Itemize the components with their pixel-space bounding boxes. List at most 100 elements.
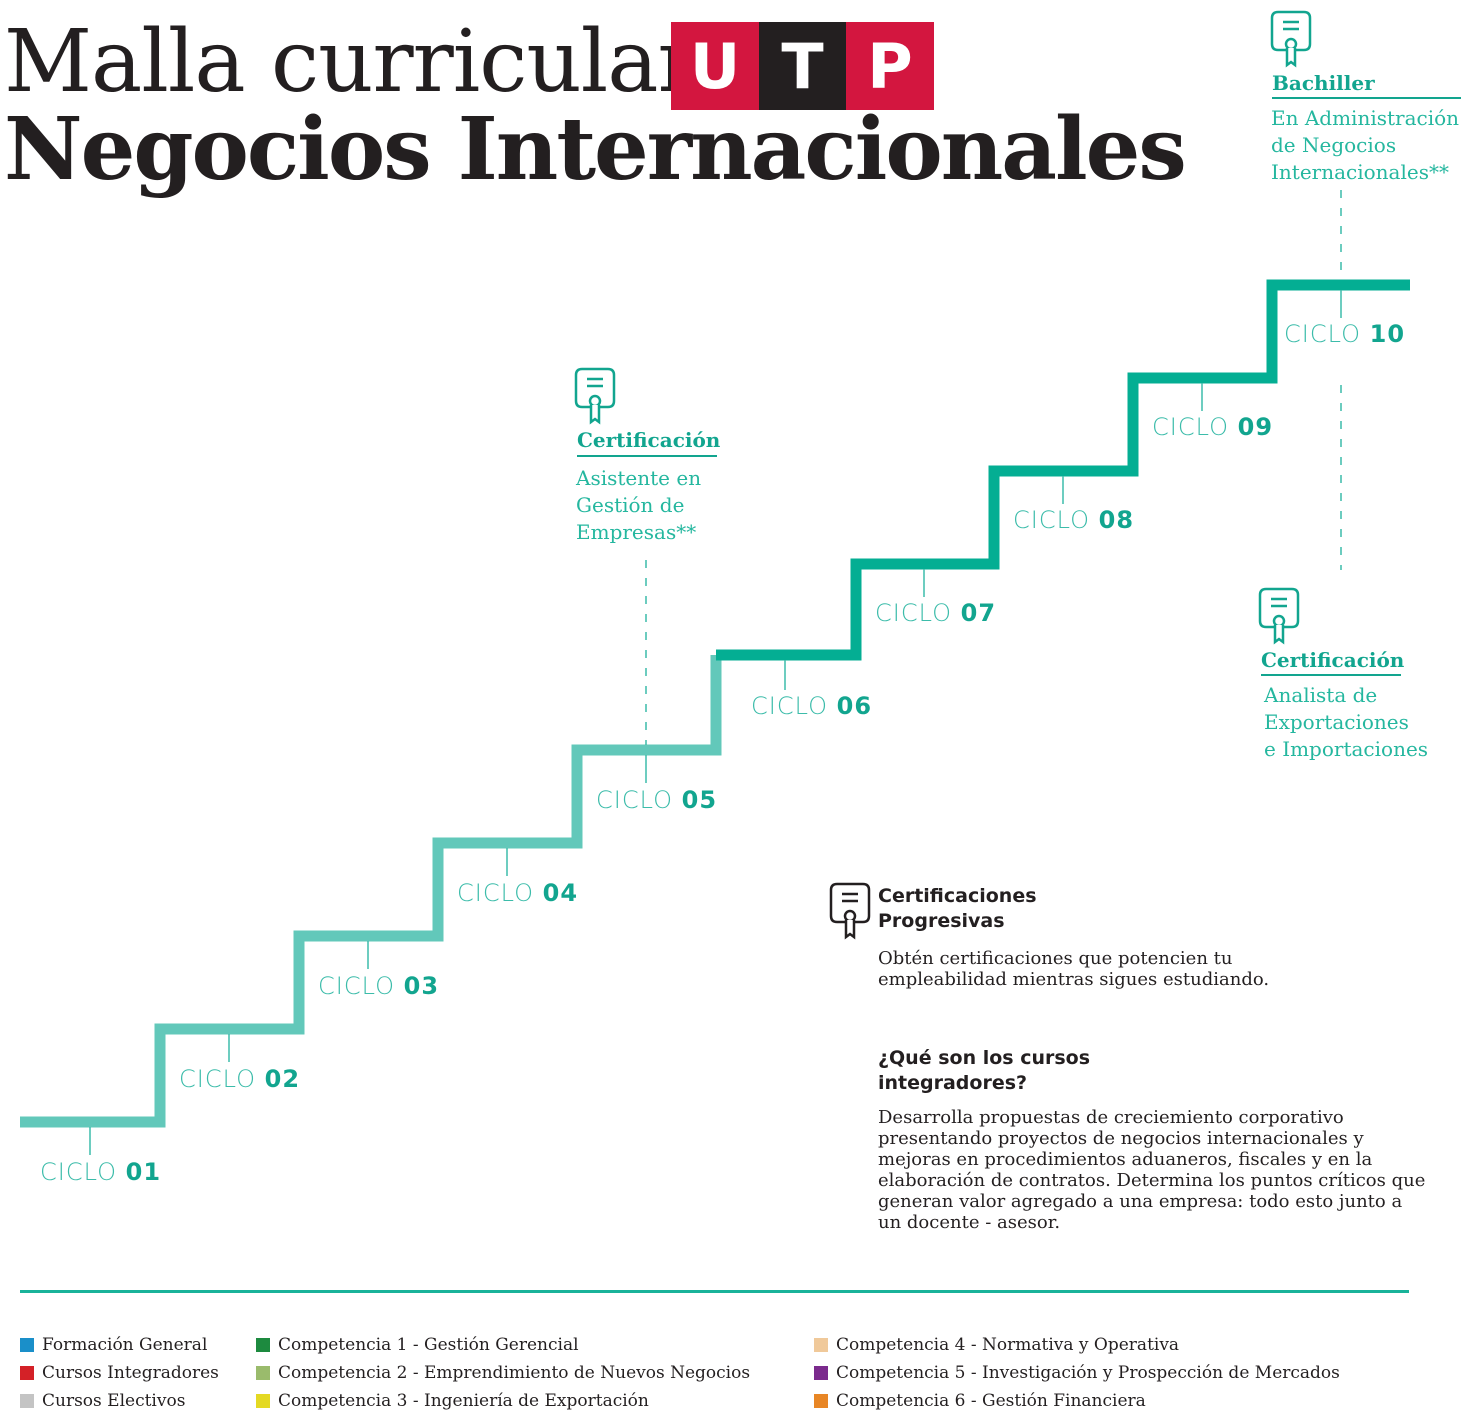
legend-label: Competencia 5 - Investigación y Prospecc…	[836, 1363, 1340, 1383]
ciclo-word: CICLO	[1284, 320, 1361, 348]
ciclo-number: 05	[681, 786, 718, 814]
ciclo-label-04: CICLO 04	[457, 879, 578, 907]
legend-swatch	[20, 1394, 34, 1408]
legend-column-1: Formación General Cursos Integradores Cu…	[20, 1331, 219, 1415]
ciclo-number: 08	[1098, 506, 1135, 534]
bachiller-underline	[1272, 97, 1461, 99]
bachiller-line: de Negocios	[1271, 133, 1397, 157]
stair-path-dark	[716, 279, 1410, 661]
legend-label: Competencia 3 - Ingeniería de Exportació…	[278, 1391, 649, 1411]
certificate-icon	[574, 367, 616, 425]
integradores-title-line: integradores?	[878, 1072, 1028, 1094]
integradores-body-line: generan valor agregado a una empresa: to…	[878, 1191, 1403, 1212]
cert10-line: e Importaciones	[1264, 737, 1429, 761]
ciclo-word: CICLO	[40, 1158, 117, 1186]
ciclo-word: CICLO	[596, 786, 673, 814]
cert10-line: Exportaciones	[1264, 710, 1409, 734]
page-title-line1: Malla curricular	[4, 12, 699, 112]
legend-item: Competencia 3 - Ingeniería de Exportació…	[256, 1387, 750, 1415]
integradores-title-line: ¿Qué son los cursos	[878, 1047, 1091, 1069]
legend-item: Competencia 5 - Investigación y Prospecc…	[814, 1359, 1340, 1387]
ciclo-label-03: CICLO 03	[318, 972, 439, 1000]
cert10-body: Analista de Exportaciones e Importacione…	[1264, 682, 1428, 763]
utp-logo: U T P	[671, 22, 934, 110]
legend-swatch	[20, 1366, 34, 1380]
stair-path-light	[20, 655, 722, 1128]
ciclo-word: CICLO	[751, 692, 828, 720]
legend-swatch	[256, 1366, 270, 1380]
legend-swatch	[256, 1338, 270, 1352]
integradores-title: ¿Qué son los cursos integradores?	[878, 1046, 1090, 1096]
ciclo-number: 07	[960, 599, 997, 627]
legend-item: Cursos Integradores	[20, 1359, 219, 1387]
cert10-underline	[1261, 674, 1401, 676]
certificate-icon	[1270, 10, 1312, 68]
certificate-icon	[1258, 587, 1300, 645]
legend-column-3: Competencia 4 - Normativa y Operativa Co…	[814, 1331, 1340, 1415]
ciclo-number: 06	[836, 692, 873, 720]
integradores-body-line: un docente - asesor.	[878, 1212, 1061, 1233]
ciclo-word: CICLO	[179, 1065, 256, 1093]
legend-swatch	[814, 1366, 828, 1380]
legend-item: Competencia 2 - Emprendimiento de Nuevos…	[256, 1359, 750, 1387]
legend-label: Formación General	[42, 1335, 208, 1355]
integradores-body-line: presentando proyectos de negocios intern…	[878, 1128, 1364, 1149]
bachiller-heading: Bachiller	[1272, 71, 1375, 95]
ciclo-label-05: CICLO 05	[596, 786, 717, 814]
legend-swatch	[20, 1338, 34, 1352]
cert5-underline	[577, 455, 717, 457]
ciclo-word: CICLO	[875, 599, 952, 627]
ciclo-label-10: CICLO 10	[1284, 320, 1405, 348]
ciclo-word: CICLO	[1152, 413, 1229, 441]
legend-label: Competencia 1 - Gestión Gerencial	[278, 1335, 579, 1355]
progresivas-body: Obtén certificaciones que potencien tu e…	[878, 948, 1269, 990]
logo-letter-u: U	[671, 22, 759, 110]
progresivas-body-line: Obtén certificaciones que potencien tu	[878, 948, 1233, 969]
progresivas-title-line: Certificaciones	[878, 885, 1037, 907]
integradores-body-line: elaboración de contratos. Determina los …	[878, 1170, 1426, 1191]
progresivas-title: Certificaciones Progresivas	[878, 884, 1037, 934]
cert5-line: Asistente en	[576, 466, 702, 490]
legend-label: Cursos Electivos	[42, 1391, 186, 1411]
ciclo-number: 09	[1237, 413, 1274, 441]
legend-item: Competencia 1 - Gestión Gerencial	[256, 1331, 750, 1359]
legend-item: Competencia 6 - Gestión Financiera	[814, 1387, 1340, 1415]
ciclo-label-02: CICLO 02	[179, 1065, 300, 1093]
cert5-heading: Certificación	[577, 428, 721, 452]
progresivas-title-line: Progresivas	[878, 910, 1005, 932]
legend-item: Cursos Electivos	[20, 1387, 219, 1415]
bachiller-body: En Administración de Negocios Internacio…	[1271, 105, 1459, 186]
logo-letter-t: T	[759, 22, 846, 110]
integradores-body-line: mejoras en procedimientos aduaneros, fis…	[878, 1149, 1373, 1170]
cert10-heading: Certificación	[1261, 648, 1405, 672]
legend-swatch	[814, 1394, 828, 1408]
cert5-line: Empresas**	[576, 520, 697, 544]
ciclo-number: 01	[125, 1158, 162, 1186]
ciclo-word: CICLO	[457, 879, 534, 907]
bachiller-line: Internacionales**	[1271, 160, 1449, 184]
ciclo-label-01: CICLO 01	[40, 1158, 161, 1186]
ciclo-word: CICLO	[1013, 506, 1090, 534]
cert5-line: Gestión de	[576, 493, 685, 517]
ciclo-label-08: CICLO 08	[1013, 506, 1134, 534]
legend-divider	[20, 1290, 1409, 1293]
ciclo-number: 04	[542, 879, 579, 907]
legend-label: Competencia 6 - Gestión Financiera	[836, 1391, 1146, 1411]
integradores-body: Desarrolla propuestas de creciemiento co…	[878, 1107, 1425, 1233]
ciclo-label-09: CICLO 09	[1152, 413, 1273, 441]
legend-column-2: Competencia 1 - Gestión Gerencial Compet…	[256, 1331, 750, 1415]
certificate-icon	[829, 882, 871, 940]
legend-label: Cursos Integradores	[42, 1363, 219, 1383]
page-title-line2: Negocios Internacionales	[4, 99, 1187, 200]
legend-label: Competencia 4 - Normativa y Operativa	[836, 1335, 1180, 1355]
legend-swatch	[256, 1394, 270, 1408]
ciclo-label-07: CICLO 07	[875, 599, 996, 627]
ciclo-number: 02	[264, 1065, 301, 1093]
ciclo-number: 03	[403, 972, 440, 1000]
legend-item: Formación General	[20, 1331, 219, 1359]
ciclo-label-06: CICLO 06	[751, 692, 872, 720]
bachiller-line: En Administración	[1271, 106, 1460, 130]
legend-label: Competencia 2 - Emprendimiento de Nuevos…	[278, 1363, 751, 1383]
ciclo-number: 10	[1369, 320, 1406, 348]
